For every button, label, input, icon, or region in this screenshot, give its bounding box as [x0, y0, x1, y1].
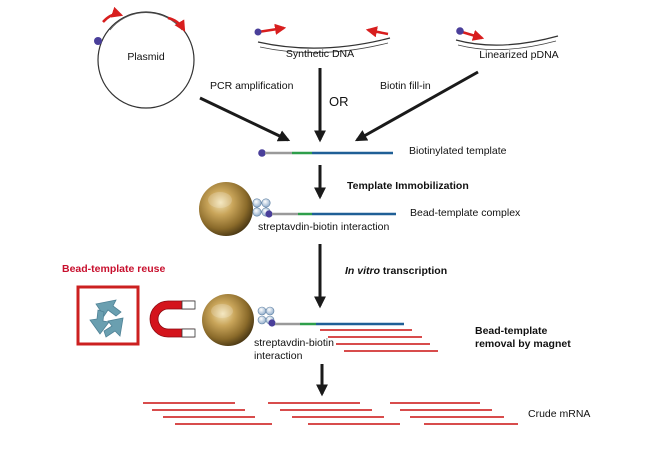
biotinylated-template-label: Biotinylated template	[409, 145, 507, 157]
plasmid-label: Plasmid	[127, 51, 165, 63]
converging-arrows	[199, 68, 479, 143]
biotin-dot-template	[258, 149, 266, 157]
crude-mrna-strands	[143, 402, 518, 425]
transcription-text: transcription	[380, 265, 447, 277]
synthetic-primer-left	[257, 23, 287, 35]
magnetic-bead-1	[199, 182, 253, 236]
magnet-body	[149, 300, 195, 338]
streptavidin-biotin-label-line1: streptavdin-biotin	[254, 337, 334, 349]
biotin-dot-complex	[265, 210, 273, 218]
removal-label-line1: Bead-template	[475, 325, 548, 337]
crude-mrna-label: Crude mRNA	[528, 408, 590, 420]
plasmid-primer-right	[167, 16, 186, 32]
arrow-pcr	[199, 96, 291, 142]
biotin-dot-plasmid	[94, 37, 102, 45]
magnet-pole-top	[181, 300, 196, 310]
synthetic-dna-label: Synthetic DNA	[286, 48, 354, 60]
plasmid-circle-outer	[97, 11, 195, 109]
bead-template-transcribing	[202, 294, 438, 352]
magnet-icon	[149, 300, 196, 338]
bead-highlight-2	[211, 304, 233, 318]
plasmid-primer-left	[102, 6, 124, 23]
linearized-pdna-label: Linearized pDNA	[479, 49, 558, 61]
plasmid-group: Plasmid	[94, 6, 195, 109]
pdna-strand-top	[455, 35, 559, 46]
synthetic-dna-group: Synthetic DNA	[254, 23, 391, 60]
bead-template-complex	[199, 182, 396, 236]
biotin-dot-transcribing	[268, 319, 276, 327]
synthetic-primer-right	[365, 26, 389, 38]
synthetic-dna-strand-bottom	[259, 42, 389, 54]
arrow-biotin-fill-in	[354, 70, 479, 142]
synthetic-dna-strand-top	[257, 37, 391, 49]
magnet-pole-bottom	[181, 328, 196, 338]
magnetic-bead-2	[202, 294, 254, 346]
biotinylated-template	[258, 149, 393, 157]
removal-label-line2: removal by magnet	[475, 338, 571, 350]
pdna-strand-bottom	[457, 40, 557, 51]
or-label: OR	[329, 94, 349, 109]
biotin-dot-synthetic	[254, 28, 262, 36]
in-vitro-transcription-label: In vitro transcription	[345, 265, 447, 277]
linearized-pdna-group: Linearized pDNA	[455, 27, 559, 61]
template-immobilization-label: Template Immobilization	[347, 180, 469, 192]
biotin-fill-in-label: Biotin fill-in	[380, 80, 431, 92]
pcr-amplification-label: PCR amplification	[210, 80, 294, 92]
bead-highlight-1	[208, 192, 232, 208]
recycle-box	[76, 285, 140, 346]
bead-template-complex-label: Bead-template complex	[410, 207, 521, 219]
biotin-dot-pdna	[456, 27, 464, 35]
pdna-primer	[461, 30, 485, 41]
in-vitro-text: In vitro	[345, 265, 381, 277]
bead-template-reuse-label: Bead-template reuse	[62, 263, 165, 275]
streptavidin-biotin-interaction-label: streptavdin-biotin interaction	[258, 221, 389, 233]
recycle-icon	[89, 299, 124, 338]
streptavidin-biotin-label-line2: interaction	[254, 350, 303, 362]
